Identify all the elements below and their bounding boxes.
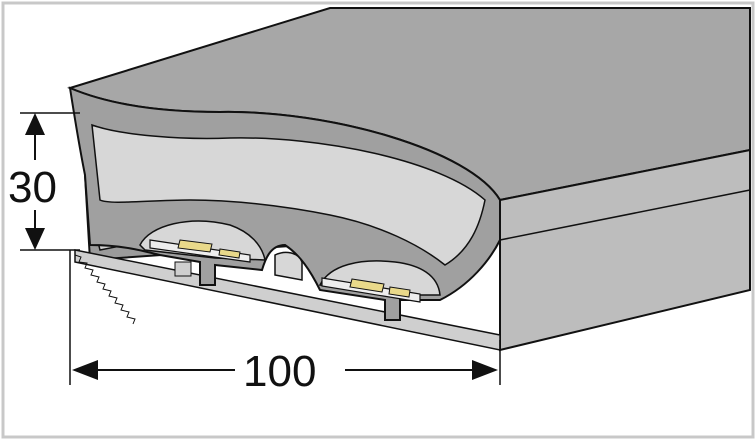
profile-side-face bbox=[499, 148, 751, 352]
led-strip-left bbox=[149, 239, 251, 277]
width-dimension bbox=[69, 250, 501, 385]
arrow-down-icon bbox=[25, 228, 45, 250]
side-face-groove bbox=[499, 189, 751, 241]
upper-chamber bbox=[91, 123, 486, 266]
arrow-up-icon bbox=[25, 113, 45, 135]
serrated-edge bbox=[74, 254, 136, 325]
arrow-right-icon bbox=[472, 360, 498, 380]
led-chip bbox=[388, 286, 411, 298]
led-chip bbox=[349, 278, 385, 293]
width-label: 100 bbox=[243, 347, 316, 396]
height-label: 30 bbox=[8, 163, 57, 212]
led-strip-right bbox=[321, 277, 421, 303]
arrow-left-icon bbox=[72, 360, 98, 380]
led-chip bbox=[218, 248, 241, 259]
height-dimension bbox=[20, 112, 80, 251]
led-chip bbox=[177, 239, 213, 253]
center-slot bbox=[274, 251, 303, 281]
